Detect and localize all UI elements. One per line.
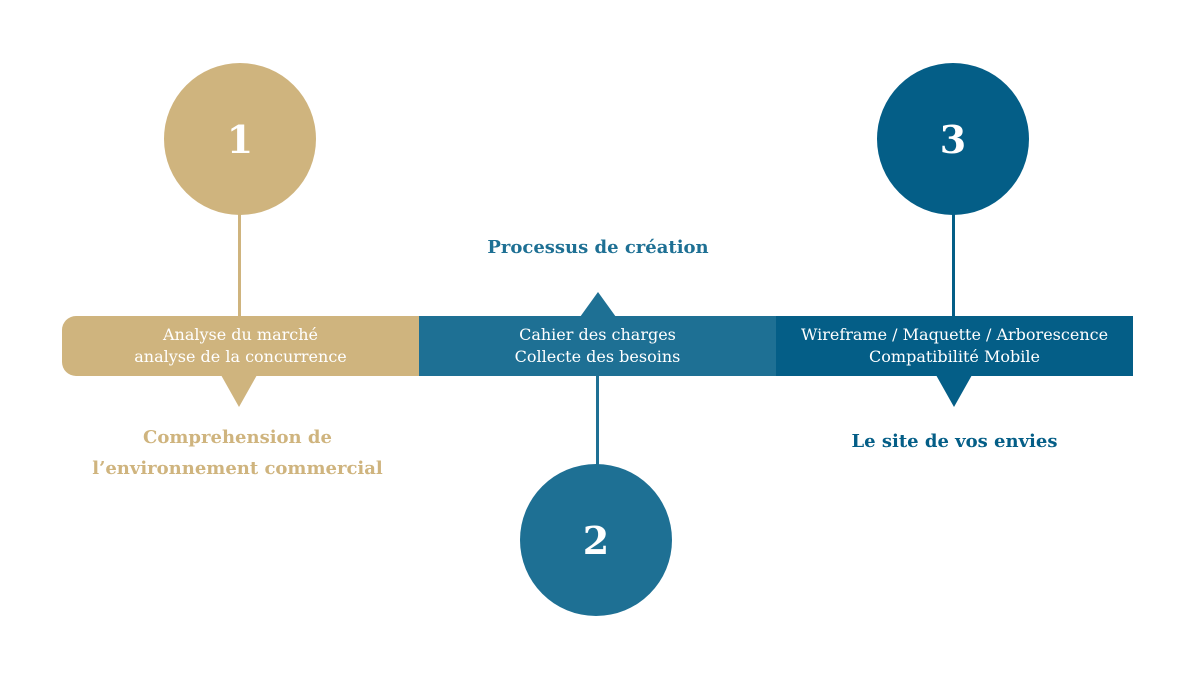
step-3-bar-line1: Wireframe / Maquette / Arborescence [800, 325, 1109, 344]
step-2-bar: Cahier des charges Collecte des besoins [419, 316, 776, 376]
step-1-connector [238, 212, 241, 318]
step-3-bar-line2: Compatibilité Mobile [869, 347, 1040, 366]
step-1-caption-line1: Comprehension de [143, 427, 332, 448]
diagram-title: Processus de création [487, 237, 709, 258]
step-1-bar-line1: Analyse du marché [162, 325, 319, 344]
step-1-pointer [221, 375, 257, 407]
step-1-bar: Analyse du marché analyse de la concurre… [62, 316, 419, 376]
step-3-circle: 3 [877, 63, 1029, 215]
step-1-caption: Comprehension de l’environnement commerc… [60, 422, 415, 484]
step-2-circle: 2 [520, 464, 672, 616]
step-3-number: 3 [939, 116, 967, 162]
step-3-bar: Wireframe / Maquette / Arborescence Comp… [776, 316, 1133, 376]
step-2-bar-line1: Cahier des charges [519, 325, 676, 344]
step-1-number: 1 [226, 116, 254, 162]
step-1-bar-line2: analyse de la concurrence [134, 347, 347, 366]
step-2-connector [596, 375, 599, 468]
step-3-caption-line1: Le site de vos envies [851, 431, 1058, 452]
step-3-connector [952, 212, 955, 318]
step-2-pointer [580, 292, 616, 317]
step-3-caption: Le site de vos envies [776, 426, 1133, 457]
step-1-circle: 1 [164, 63, 316, 215]
step-3-pointer [936, 375, 972, 407]
step-2-bar-line2: Collecte des besoins [514, 347, 681, 366]
step-2-number: 2 [582, 517, 610, 563]
step-1-caption-line2: l’environnement commercial [92, 458, 383, 479]
